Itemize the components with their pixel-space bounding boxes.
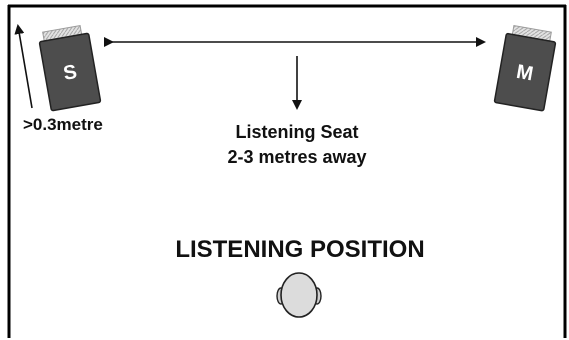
speaker-left-letter: S (62, 61, 79, 85)
room-walls (7, 4, 567, 338)
speaker-right-body (493, 32, 557, 112)
wall-distance-label: >0.3metre (23, 115, 103, 134)
listener-head (276, 272, 322, 318)
listening-seat-label-line2: 2-3 metres away (227, 147, 367, 167)
listener-head-shape (280, 272, 318, 318)
listening-seat-label-line1: Listening Seat (235, 122, 359, 142)
speaker-left: S (38, 24, 102, 112)
speaker-left-body (38, 32, 102, 112)
wall-distance-arrow (14, 24, 33, 109)
speaker-right-letter: M (515, 61, 535, 86)
listening-position-title: LISTENING POSITION (175, 236, 425, 263)
speaker-right: M (493, 24, 557, 112)
